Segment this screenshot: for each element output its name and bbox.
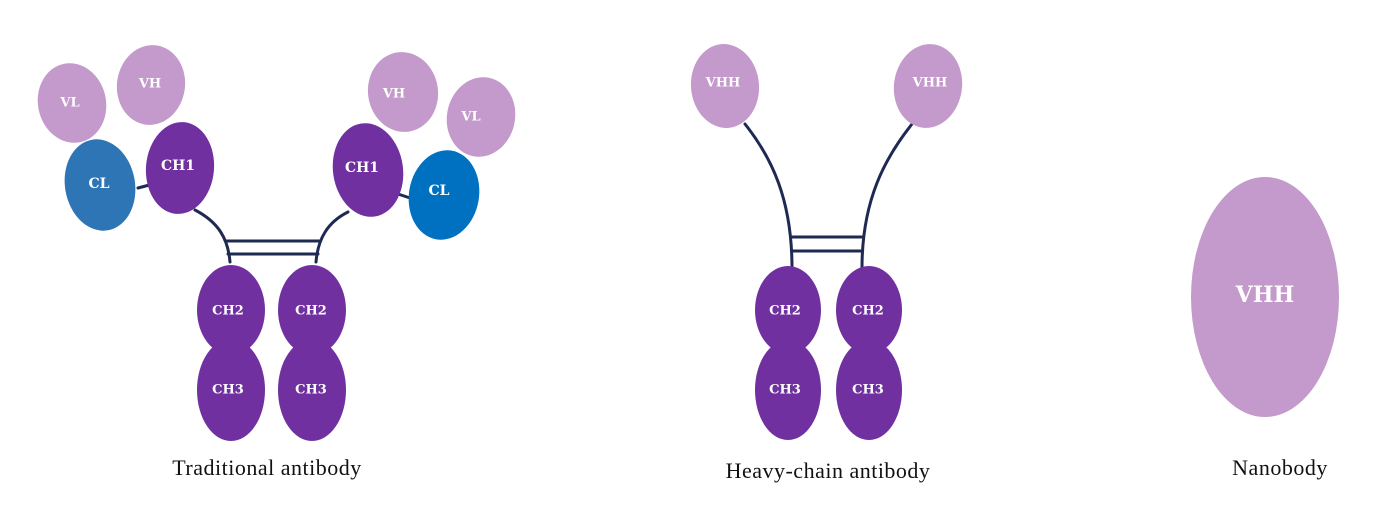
domain-label: VL bbox=[460, 110, 480, 125]
left-vl-domain: VL bbox=[37, 63, 107, 143]
right-vl-domain: VL bbox=[446, 77, 516, 157]
domain-shape bbox=[408, 150, 480, 240]
left-cl-domain: CL bbox=[64, 139, 136, 231]
heavy-chain-antibody: VHH VHH CH2 CH2 CH3 CH3 Heavy-chain anti… bbox=[690, 44, 963, 483]
right-ch1-domain: CH1 bbox=[332, 123, 404, 217]
left-ch2-domain: CH2 bbox=[755, 266, 821, 354]
left-vhh-domain: VHH bbox=[690, 44, 760, 128]
domain-shape bbox=[836, 340, 902, 440]
domain-label: CH3 bbox=[295, 383, 327, 398]
right-ch3-domain: CH3 bbox=[278, 339, 346, 441]
left-ch3-domain: CH3 bbox=[755, 340, 821, 440]
heavy-chain-antibody-caption: Heavy-chain antibody bbox=[726, 458, 931, 483]
domain-label: VH bbox=[138, 77, 161, 92]
domain-label: VH bbox=[382, 87, 405, 102]
nanobody-caption: Nanobody bbox=[1232, 455, 1328, 480]
domain-shape bbox=[278, 339, 346, 441]
domain-shape bbox=[145, 122, 215, 214]
domain-label: CH2 bbox=[295, 304, 327, 319]
domain-shape bbox=[278, 265, 346, 355]
domain-label: VL bbox=[59, 96, 79, 111]
domain-shape bbox=[836, 266, 902, 354]
domain-shape bbox=[1191, 177, 1339, 417]
domain-label: CH2 bbox=[769, 304, 801, 319]
domain-label: CL bbox=[429, 183, 450, 199]
left-ch3-domain: CH3 bbox=[197, 339, 265, 441]
domain-label: VHH bbox=[705, 76, 741, 91]
domain-label: CH3 bbox=[852, 383, 884, 398]
domain-shape bbox=[893, 44, 963, 128]
domain-shape bbox=[197, 265, 265, 355]
domain-label: CH1 bbox=[161, 158, 195, 174]
right-vhh-domain: VHH bbox=[893, 44, 963, 128]
nanobody: VHH Nanobody bbox=[1191, 177, 1339, 480]
right-ch2-domain: CH2 bbox=[836, 266, 902, 354]
nanobody-vhh-domain: VHH bbox=[1191, 177, 1339, 417]
right-hinge-line bbox=[314, 210, 350, 264]
domain-label: CH3 bbox=[212, 383, 244, 398]
domain-label: VHH bbox=[912, 76, 948, 91]
domain-label: CH3 bbox=[769, 383, 801, 398]
traditional-linkers bbox=[136, 181, 412, 264]
left-ch1-domain: CH1 bbox=[145, 122, 215, 214]
heavy-chain-linkers bbox=[743, 122, 914, 270]
domain-shape bbox=[197, 339, 265, 441]
domain-shape bbox=[367, 52, 439, 132]
traditional-antibody: VL VH CL CH1 VH VL CH1 CL bbox=[37, 45, 516, 480]
domain-shape bbox=[690, 44, 760, 128]
domain-label: CL bbox=[89, 176, 110, 192]
domain-shape bbox=[332, 123, 404, 217]
right-hinge-line bbox=[860, 122, 914, 270]
right-cl-domain: CL bbox=[408, 150, 480, 240]
left-vh-domain: VH bbox=[116, 45, 186, 125]
left-ch2-domain: CH2 bbox=[197, 265, 265, 355]
domain-label: CH2 bbox=[212, 304, 244, 319]
right-vh-domain: VH bbox=[367, 52, 439, 132]
domain-shape bbox=[755, 340, 821, 440]
domain-label: CH2 bbox=[852, 304, 884, 319]
traditional-antibody-caption: Traditional antibody bbox=[172, 455, 361, 480]
right-ch3-domain: CH3 bbox=[836, 340, 902, 440]
domain-label: CH1 bbox=[345, 160, 379, 176]
domain-shape bbox=[116, 45, 186, 125]
domain-label: VHH bbox=[1235, 282, 1295, 308]
domain-shape bbox=[446, 77, 516, 157]
domain-shape bbox=[37, 63, 107, 143]
left-hinge-line bbox=[193, 208, 232, 264]
right-ch2-domain: CH2 bbox=[278, 265, 346, 355]
left-hinge-line bbox=[743, 122, 794, 270]
domain-shape bbox=[755, 266, 821, 354]
domain-shape bbox=[64, 139, 136, 231]
